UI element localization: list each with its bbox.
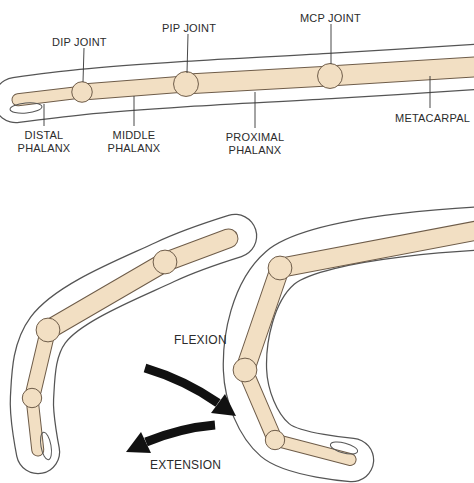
bone (18, 93, 75, 100)
finger-skin (32, 236, 235, 452)
joint (22, 388, 41, 407)
joint (36, 318, 60, 342)
fingernail (39, 431, 54, 460)
bone-outline (193, 76, 323, 83)
bone-outline (54, 266, 159, 327)
leader-line (134, 96, 135, 126)
bone (282, 442, 350, 460)
bone (172, 238, 229, 259)
bone (247, 275, 277, 364)
arrowhead (126, 432, 151, 453)
bone (54, 266, 159, 327)
bone-outline (172, 238, 229, 259)
finger-skin (245, 228, 474, 460)
motion-label: FLEXION (174, 334, 227, 347)
bone-outline (287, 229, 474, 266)
part-label: MIDDLE PHALANX (106, 129, 162, 155)
bone (193, 76, 323, 83)
bone-outline (33, 405, 38, 450)
bone-outline (18, 93, 75, 100)
leader-line (83, 48, 84, 82)
bone-outline (282, 442, 350, 460)
joint (174, 72, 199, 97)
bone-outline (34, 337, 47, 391)
straight-finger (10, 64, 474, 115)
joint (268, 256, 292, 280)
bone (33, 405, 38, 450)
extended-finger (22, 236, 235, 461)
part-label: PROXIMAL PHALANX (220, 131, 290, 157)
leader-line (430, 76, 431, 108)
finger-outline (32, 236, 235, 452)
bone-outline (248, 376, 272, 433)
joint (72, 82, 93, 103)
finger-outline (245, 228, 474, 460)
joint (318, 64, 343, 89)
bone (89, 85, 179, 92)
bone (337, 66, 474, 75)
bone-outline (247, 275, 277, 364)
part-label: DIP JOINT (52, 36, 107, 49)
fingernail (10, 102, 43, 115)
bone-outline (337, 66, 474, 75)
joint (265, 430, 284, 449)
bone-outline (89, 85, 179, 92)
arrowhead (211, 394, 236, 416)
bone (34, 337, 47, 391)
fingernail (329, 440, 359, 457)
joint (233, 358, 257, 382)
extension-arrow (146, 425, 215, 442)
part-label: PIP JOINT (162, 22, 216, 35)
part-label: DISTAL PHALANX (17, 129, 71, 155)
leader-line (44, 104, 45, 126)
motion-label: EXTENSION (150, 459, 221, 472)
part-label: METACARPAL (395, 112, 470, 125)
bone (248, 376, 272, 433)
leader-line (255, 92, 256, 128)
flexed-finger (233, 228, 474, 460)
bone (287, 229, 474, 266)
leader-line (187, 34, 188, 73)
flexion-arrow (145, 368, 218, 403)
leader-line (331, 24, 332, 64)
part-label: MCP JOINT (300, 12, 361, 25)
joint (153, 250, 177, 274)
